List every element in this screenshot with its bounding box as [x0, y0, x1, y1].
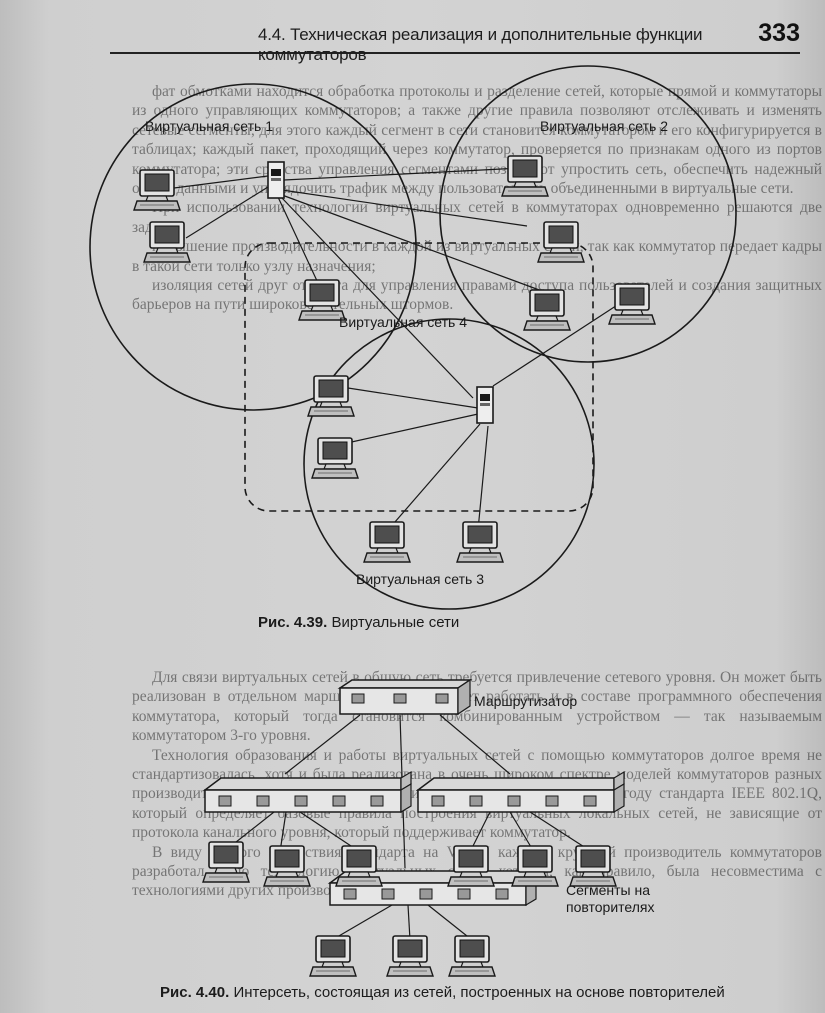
computer-icon	[309, 935, 357, 977]
figure-number: Рис. 4.39.	[258, 614, 328, 631]
computer-icon	[307, 375, 355, 417]
computer-icon	[511, 845, 559, 887]
computer-icon	[523, 289, 571, 331]
computer-icon	[143, 221, 191, 263]
vnet3-label: Виртуальная сеть 3	[356, 571, 484, 587]
hub-icon	[204, 771, 412, 813]
computer-icon	[501, 155, 549, 197]
figure-4-39: Виртуальная сеть 1 Виртуальная сеть 2 Ви…	[89, 65, 737, 610]
computer-icon	[447, 845, 495, 887]
computer-icon	[335, 845, 383, 887]
segments-label-line2: повторителях	[566, 899, 654, 915]
figure-caption-text: Интерсеть, состоящая из сетей, построенн…	[233, 984, 725, 1001]
router-icon	[337, 678, 473, 716]
computer-icon	[263, 845, 311, 887]
vnet1-label: Виртуальная сеть 1	[145, 118, 273, 134]
vnet4-dashed-box	[244, 242, 594, 512]
hub-icon	[417, 771, 625, 813]
computer-icon	[311, 437, 359, 479]
page-number: 333	[758, 19, 800, 47]
vnet3-circle	[303, 318, 595, 610]
computer-icon	[569, 845, 617, 887]
computer-icon	[202, 841, 250, 883]
vnet2-circle	[439, 65, 737, 363]
segments-label-line1: Сегменты на	[566, 882, 650, 898]
vnet2-label: Виртуальная сеть 2	[540, 118, 668, 134]
vnet4-label: Виртуальная сеть 4	[339, 314, 467, 330]
figure-4-39-caption: Рис. 4.39. Виртуальные сети	[258, 614, 459, 631]
computer-icon	[537, 221, 585, 263]
switch-icon	[267, 161, 285, 199]
computer-icon	[386, 935, 434, 977]
figure-number: Рис. 4.40.	[160, 984, 230, 1001]
figure-4-40: Маршрутизатор Сегменты на повторителях	[202, 678, 654, 977]
running-header: 4.4. Техническая реализация и дополнител…	[110, 18, 800, 64]
computer-icon	[363, 521, 411, 563]
vnet1-circle	[89, 83, 417, 411]
figure-4-40-caption: Рис. 4.40. Интерсеть, состоящая из сетей…	[160, 984, 725, 1001]
paragraph: фат обмотками находится обработка проток…	[132, 83, 822, 198]
router-label: Маршрутизатор	[474, 693, 577, 709]
computer-icon	[608, 283, 656, 325]
computer-icon	[448, 935, 496, 977]
paragraph: Для связи виртуальных сетей в общую сеть…	[132, 669, 822, 745]
running-title: 4.4. Техническая реализация и дополнител…	[258, 25, 703, 64]
computer-icon	[133, 169, 181, 211]
figure-caption-text: Виртуальные сети	[331, 614, 460, 631]
computer-icon	[456, 521, 504, 563]
switch-icon	[476, 386, 494, 424]
